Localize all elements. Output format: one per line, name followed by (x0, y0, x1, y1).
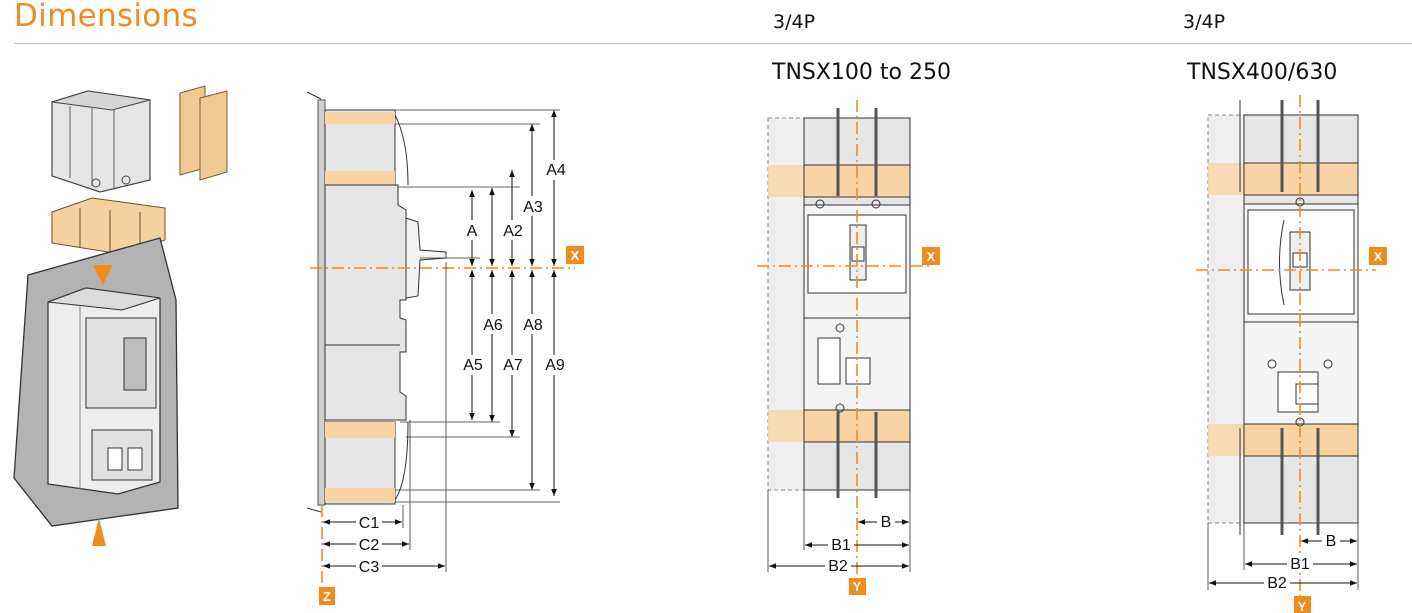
dim-A4: A4 (546, 162, 566, 179)
axis-z-badge (319, 587, 335, 605)
dim-B-left: B (881, 514, 892, 531)
axis-x-label: X (571, 248, 580, 263)
variant-label-right: 3/4P (1183, 11, 1226, 33)
dim-B1-right: B1 (1290, 556, 1310, 573)
dim-C3: C3 (359, 559, 380, 576)
mounting-plate (317, 99, 326, 506)
axis-y-label-left: Y (853, 579, 862, 594)
dim-A7: A7 (503, 357, 523, 374)
dim-A6: A6 (483, 317, 503, 334)
terminal-cover-illustration (51, 90, 151, 193)
front-view-tnsx400-630: X Y B B1 B2 (1196, 95, 1387, 613)
phase-barrier-illustration (179, 85, 228, 181)
dim-C2: C2 (359, 537, 380, 554)
axis-z-label: Z (323, 589, 331, 604)
model-label-left: TNSX100 to 250 (772, 60, 951, 85)
dim-A2: A2 (503, 223, 523, 240)
breaker-illustration (13, 85, 228, 546)
axis-x-label-left: X (927, 249, 936, 264)
vertical-dimension-labels: A A2 A3 A4 A5 A6 A7 A8 A9 (460, 160, 569, 375)
page-title: Dimensions (14, 0, 198, 34)
dim-B2-left: B2 (828, 558, 848, 575)
dim-A5: A5 (463, 357, 483, 374)
dim-A8: A8 (523, 317, 543, 334)
vertical-dimension-arrows (469, 110, 557, 496)
dim-B-right: B (1326, 533, 1337, 550)
title-divider (14, 43, 1412, 44)
dim-A9: A9 (545, 357, 565, 374)
axis-x-label-right: X (1374, 249, 1383, 264)
axis-x-badge (566, 246, 584, 264)
horizontal-dimension-arrows (323, 519, 445, 569)
breaker-body-illustration (47, 287, 161, 495)
dim-B2-right: B2 (1267, 575, 1287, 592)
model-label-right: TNSX400/630 (1187, 60, 1338, 85)
extension-lines (395, 109, 560, 503)
spreader-illustration (51, 197, 166, 255)
axis-y-label-right: Y (1298, 599, 1307, 613)
dim-B1-left: B1 (831, 537, 851, 554)
dim-A: A (467, 223, 478, 240)
insert-arrow-up-icon (92, 518, 106, 546)
breaker-profile (324, 184, 407, 421)
variant-label-left: 3/4P (773, 11, 816, 33)
side-view-drawing: X A A2 (306, 91, 584, 605)
front-view-tnsx100-250: X Y B B1 B2 (757, 100, 940, 595)
insert-arrow-icon (93, 265, 113, 285)
dim-A3: A3 (523, 199, 543, 216)
dim-C1: C1 (359, 515, 380, 532)
